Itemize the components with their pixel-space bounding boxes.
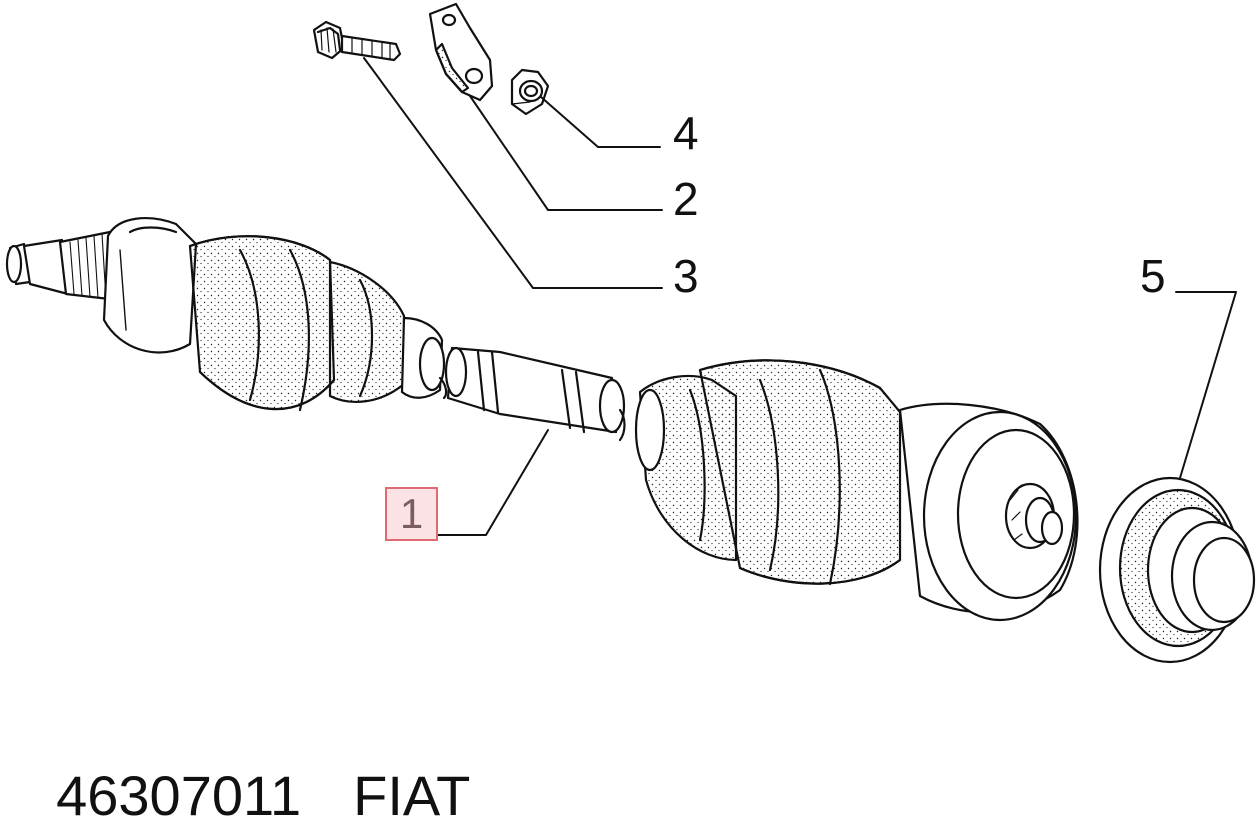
footer-caption: 46307011 FIAT [25, 712, 470, 824]
clamp-bracket-part [428, 2, 494, 102]
parts-diagram [5, 2, 1256, 664]
callout-5-label: 5 [1140, 250, 1166, 302]
nut-part [510, 68, 550, 116]
part-number: 46307011 [56, 764, 302, 827]
callout-1-label: 1 [385, 487, 438, 541]
callout-4-label: 4 [673, 107, 699, 159]
seal-ring-part [1098, 476, 1256, 664]
inner-joint-stub-part [5, 230, 120, 302]
brand-name: FIAT [353, 764, 471, 827]
outer-boot-part [634, 359, 902, 586]
leader-lines [363, 57, 1237, 536]
bolt-part [312, 20, 402, 62]
callout-3-label: 3 [673, 250, 699, 302]
inner-cv-joint-part [102, 217, 446, 412]
drive-shaft-part [438, 346, 626, 442]
outer-cv-joint-part [898, 402, 1079, 622]
callout-2-label: 2 [673, 173, 699, 225]
